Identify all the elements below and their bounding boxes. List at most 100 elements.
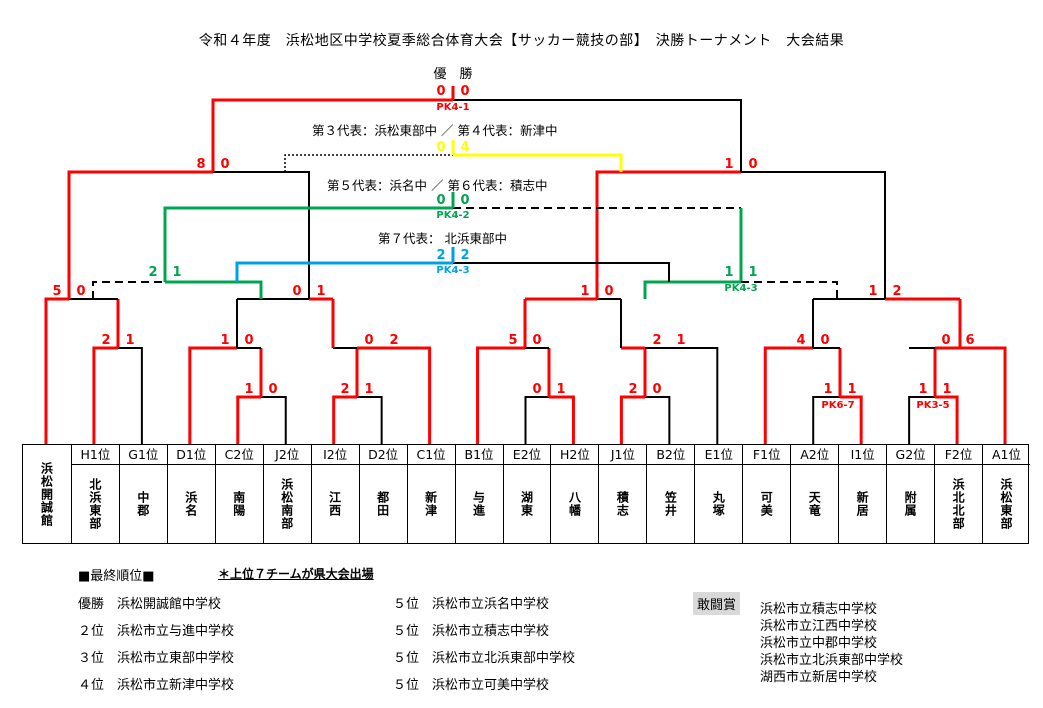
team-slot: I1位新居 <box>838 445 887 543</box>
score-label: 0 <box>220 157 229 172</box>
team-name: 附属 <box>903 490 918 517</box>
team-slot: D1位浜名 <box>166 445 215 543</box>
team-name-cell: 八幡 <box>551 464 598 543</box>
bracket-line <box>524 396 549 444</box>
rank-row: ２位 浜松市立与進中学校 <box>78 624 235 639</box>
final-standing-note: ＊上位７チームが県大会出場 <box>218 567 374 581</box>
score-label: 6 <box>965 333 974 348</box>
bracket-line <box>645 396 671 444</box>
bracket-line <box>118 347 143 444</box>
score-label: 1 <box>676 333 685 348</box>
team-name: 浜松東部 <box>999 477 1014 530</box>
bracket-line <box>741 281 838 299</box>
score-label: 5 <box>52 284 61 299</box>
seed-label: G2位 <box>887 445 935 465</box>
score-label: 0 <box>652 382 661 397</box>
bracket-line <box>332 395 357 444</box>
score-label: 0 <box>532 333 541 348</box>
seed-label: D2位 <box>359 445 407 465</box>
bracket-line <box>92 346 118 444</box>
team-name-cell: 与進 <box>456 464 503 543</box>
seed-label: C1位 <box>407 445 455 465</box>
score-label: 2 <box>460 248 469 263</box>
bracket-line <box>188 346 237 444</box>
team-name-cell: 浜名 <box>168 464 215 543</box>
score-label: 0 <box>364 333 373 348</box>
score-label: 0 <box>268 382 277 397</box>
award-school: 浜松市立中郡中学校 <box>760 636 878 651</box>
score-label: 0 <box>604 284 613 299</box>
score-label: 0 <box>436 193 445 208</box>
score-label: PK4-3 <box>436 265 469 276</box>
team-slot: G1位中郡 <box>118 445 167 543</box>
team-name-cell: 可美 <box>743 464 790 543</box>
score-label: 0 <box>820 333 829 348</box>
score-label: 8 <box>196 157 205 172</box>
rank-row: ５位 浜松市立積志中学校 <box>393 624 550 639</box>
score-label: 1 <box>316 284 325 299</box>
team-name: 南陽 <box>231 490 246 517</box>
rank-row: ５位 浜松市立浜名中学校 <box>393 597 550 612</box>
seed-label: G1位 <box>119 445 167 465</box>
score-label: PK3-5 <box>916 400 949 411</box>
team-name: 浜北北部 <box>951 477 966 530</box>
team-name: 八幡 <box>567 490 582 517</box>
team-slot: I2位江西 <box>310 445 359 543</box>
rep-7-label: 第７代表： 北浜東部中 <box>378 231 507 246</box>
bracket-line <box>211 98 453 172</box>
seed-label: A2位 <box>791 445 839 465</box>
team-name-cell: 積志 <box>599 464 646 543</box>
seed-label: D1位 <box>167 445 215 465</box>
team-name: 江西 <box>327 490 342 517</box>
team-slot: J2位浜松南部 <box>262 445 311 543</box>
seed-label: B1位 <box>455 445 503 465</box>
score-label: 2 <box>652 333 661 348</box>
team-slot: 浜松開誠館 <box>23 445 71 543</box>
bracket-line <box>284 154 453 172</box>
award-school: 浜松市立積志中学校 <box>760 602 878 617</box>
team-slot: B2位笠井 <box>646 445 695 543</box>
rank-row: ３位 浜松市立東部中学校 <box>78 651 235 666</box>
score-label: 4 <box>460 140 469 155</box>
score-label: 0 <box>244 333 253 348</box>
team-name-cell: 笠井 <box>647 464 694 543</box>
team-name: 湖東 <box>519 490 534 517</box>
team-name-cell: 新津 <box>408 464 455 543</box>
seed-label: C2位 <box>215 445 263 465</box>
score-label: 1 <box>942 382 951 397</box>
score-label: 0 <box>436 140 445 155</box>
team-name-cell: 浜松東部 <box>983 464 1030 543</box>
team-slot: E2位湖東 <box>502 445 551 543</box>
bracket-line <box>165 280 263 299</box>
bracket-line <box>261 396 287 444</box>
team-slot: D2位都田 <box>358 445 407 543</box>
team-slot: B1位与進 <box>454 445 503 543</box>
rank-row: ５位 浜松市立可美中学校 <box>393 678 550 693</box>
score-label: 1 <box>556 382 565 397</box>
bracket-line <box>163 206 453 282</box>
score-label: 1 <box>220 333 229 348</box>
team-name: 積志 <box>615 490 630 517</box>
bracket-line <box>645 347 719 444</box>
team-name-cell: 江西 <box>312 464 359 543</box>
seed-label: A1位 <box>983 445 1030 465</box>
score-label: 5 <box>508 333 517 348</box>
bracket-line <box>67 170 213 299</box>
team-name: 新津 <box>423 490 438 517</box>
score-label: 2 <box>892 284 901 299</box>
score-label: 1 <box>918 382 927 397</box>
score-label: 1 <box>125 333 134 348</box>
seed-label: J1位 <box>599 445 647 465</box>
team-name-cell: 新居 <box>839 464 886 543</box>
team-name: 与進 <box>471 490 486 517</box>
score-label: PK4-1 <box>436 102 469 113</box>
score-label: 0 <box>292 284 301 299</box>
bracket-line <box>549 395 575 444</box>
team-name-cell: 丸塚 <box>695 464 742 543</box>
rep-3-4-label: 第３代表：浜松東部中 ／ 第４代表：新津中 <box>312 123 558 138</box>
team-slot: H1位北浜東部 <box>70 445 119 543</box>
rank-row: 優勝 浜松開誠館中学校 <box>78 597 222 612</box>
team-slot: A1位浜松東部 <box>982 445 1030 543</box>
score-label: 2 <box>340 382 349 397</box>
